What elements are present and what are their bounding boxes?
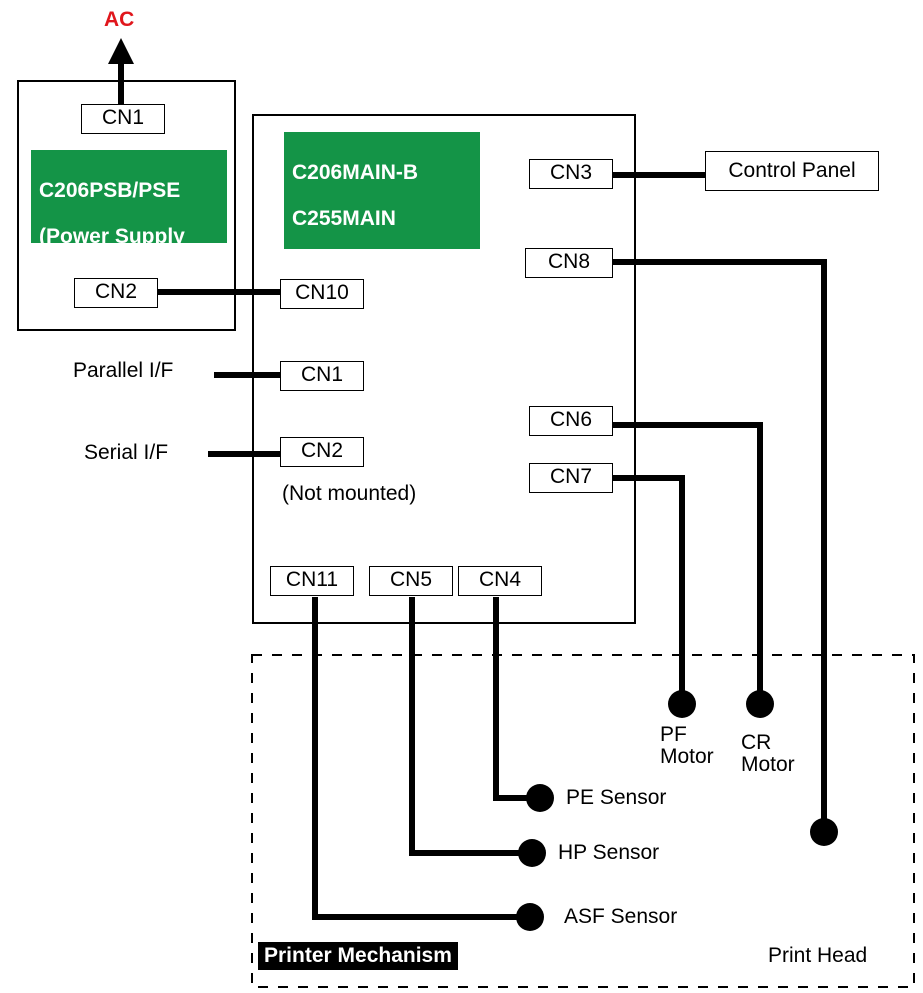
pf-motor-label: PF Motor [660,724,714,768]
psb-label-line2: (Power Supply [39,225,185,248]
cr-motor-connector [746,690,774,718]
ac-arrowhead [108,38,134,64]
hp-sensor-connector [518,839,546,867]
main-cn1-connector: CN1 [280,361,364,391]
main-cn6-connector: CN6 [529,406,613,436]
wire-cn8-print-head [613,259,827,830]
asf-sensor-label: ASF Sensor [564,905,678,928]
main-cn4-connector: CN4 [458,566,542,596]
main-cn2-connector: CN2 [280,437,364,467]
main-cn7-connector: CN7 [529,463,613,493]
cr-motor-line2: Motor [741,753,795,776]
main-cn8-connector: CN8 [525,248,613,278]
pf-motor-line2: Motor [660,745,714,768]
main-board [252,114,636,624]
control-panel-box: Control Panel [705,151,879,191]
ac-label: AC [104,8,135,31]
power-supply-board-label: C206PSB/PSE (Power Supply Board) [31,150,227,294]
main-label-line3: C256MAIN [292,253,396,276]
print-head-connector [810,818,838,846]
hp-sensor-label: HP Sensor [558,841,660,864]
power-supply-board [17,80,236,331]
main-board-label: C206MAIN-B C255MAIN C256MAIN (Main Board… [284,132,480,322]
psb-cn2-connector: CN2 [74,278,158,308]
print-head-label: Print Head [768,944,868,967]
psb-label-line1: C206PSB/PSE [39,179,181,202]
wire-cn7-pf-motor [613,475,685,702]
parallel-if-label: Parallel I/F [73,359,174,382]
printer-mechanism-title: Printer Mechanism [258,942,458,970]
cr-motor-line1: CR [741,731,772,754]
wire-cn6-cr-motor [613,422,763,702]
wire-cn11-asf-sensor [312,597,528,920]
main-cn10-connector: CN10 [280,279,364,309]
printer-mechanism-boundary [251,654,915,988]
main-cn3-connector: CN3 [529,159,613,189]
main-label-line1: C206MAIN-B [292,161,419,184]
psb-cn1-connector: CN1 [81,104,165,134]
cr-motor-label: CR Motor [741,732,795,776]
wire-cn4-pe-sensor [493,597,538,801]
wire-cn5-hp-sensor [409,597,530,856]
pe-sensor-connector [526,784,554,812]
pf-motor-line1: PF [660,723,687,746]
main-cn5-connector: CN5 [369,566,453,596]
cn2-not-mounted-note: (Not mounted) [282,482,417,505]
main-cn11-connector: CN11 [270,566,354,596]
pf-motor-connector [668,690,696,718]
asf-sensor-connector [516,903,544,931]
serial-if-label: Serial I/F [84,441,169,464]
pe-sensor-label: PE Sensor [566,786,667,809]
main-label-line2: C255MAIN [292,207,396,230]
